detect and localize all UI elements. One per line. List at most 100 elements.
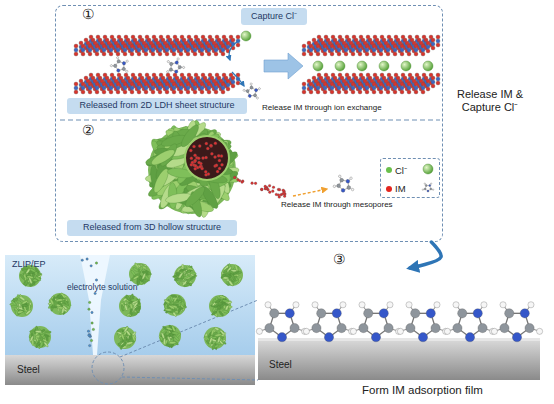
petal: [228, 270, 235, 276]
petal: [208, 145, 236, 163]
petal: [195, 161, 220, 186]
oxygen-atom: [214, 90, 218, 94]
petal: [181, 187, 193, 214]
oxygen-atom: [229, 73, 233, 77]
oxygen-atom: [100, 87, 104, 91]
oxygen-atom: [74, 52, 78, 56]
petal: [195, 168, 214, 196]
metal-atom: [161, 42, 165, 46]
oxygen-atom: [144, 82, 148, 86]
oxygen-atom: [117, 81, 121, 85]
oxygen-atom: [309, 52, 313, 56]
oxygen-atom: [414, 44, 418, 48]
oxygen-atom: [96, 35, 100, 39]
petal: [213, 344, 220, 348]
petal: [19, 274, 25, 280]
oxygen-atom: [158, 52, 162, 56]
petal: [159, 178, 187, 192]
petal: [140, 265, 147, 269]
metal-atom: [91, 42, 95, 46]
oxygen-atom: [144, 90, 148, 94]
petal: [171, 305, 178, 309]
petal: [133, 275, 140, 280]
oxygen-atom: [200, 52, 204, 56]
petal: [179, 146, 188, 172]
petal: [215, 297, 218, 304]
metal-atom: [121, 83, 125, 87]
petal: [195, 162, 210, 190]
oxygen-atom: [338, 35, 342, 39]
petal: [137, 280, 144, 284]
petal: [31, 333, 34, 340]
petal: [64, 298, 68, 305]
petal: [131, 299, 138, 301]
metal-atom: [161, 80, 165, 84]
oxygen-atom: [107, 79, 111, 83]
oxygen-atom: [91, 38, 95, 42]
im-dot: [275, 193, 278, 196]
process-arrow: [264, 53, 303, 79]
petal: [188, 156, 215, 178]
zlip-particle: [145, 120, 241, 219]
petal: [164, 331, 168, 338]
petal: [18, 307, 25, 311]
bond: [347, 181, 350, 187]
oxygen-atom: [196, 46, 200, 50]
chloride-ion: [357, 61, 367, 71]
petal: [210, 140, 230, 167]
metal-atom: [224, 80, 228, 84]
petal: [38, 341, 45, 345]
oxygen-atom: [212, 79, 216, 83]
petal: [165, 153, 193, 171]
petal: [155, 178, 182, 198]
petal: [120, 343, 122, 350]
petal: [24, 308, 27, 315]
petal: [149, 139, 171, 166]
oxygen-atom: [128, 79, 132, 83]
petal: [178, 269, 183, 276]
petal: [215, 337, 222, 342]
petal: [217, 157, 240, 183]
petal: [36, 273, 43, 279]
petal: [159, 173, 186, 196]
petal: [190, 151, 209, 179]
oxygen-atom: [114, 49, 118, 53]
oxygen-atom: [207, 52, 211, 56]
oxygen-atom: [309, 82, 313, 86]
petal: [209, 333, 215, 340]
oxygen-atom: [431, 84, 435, 88]
petal: [39, 336, 46, 341]
petal: [158, 142, 180, 169]
petal: [166, 167, 185, 195]
oxygen-atom: [323, 52, 327, 56]
metal-atom: [88, 48, 92, 52]
oxygen-atom: [187, 43, 191, 47]
oxygen-atom: [398, 87, 402, 91]
metal-atom: [365, 48, 369, 52]
hydrogen-atom: [166, 70, 169, 73]
oxygen-atom: [81, 44, 85, 48]
oxygen-atom: [109, 44, 113, 48]
metal-atom: [107, 45, 111, 49]
petal: [125, 326, 128, 333]
petal: [117, 343, 124, 348]
petal: [182, 151, 210, 166]
petal: [190, 144, 214, 169]
metal-atom: [396, 42, 400, 46]
oxygen-atom: [212, 41, 216, 45]
petal: [14, 309, 21, 314]
petal: [188, 280, 193, 287]
metal-atom: [354, 42, 358, 46]
oxygen-atom: [431, 38, 435, 42]
petal: [192, 164, 203, 191]
oxygen-atom: [95, 90, 99, 94]
metal-atom: [198, 83, 202, 87]
petal: [130, 270, 136, 277]
petal: [123, 333, 130, 337]
petal: [40, 338, 47, 343]
metal-atom: [407, 48, 411, 52]
petal: [155, 138, 182, 158]
oxygen-atom: [349, 79, 353, 83]
petal: [125, 335, 130, 342]
petal: [185, 268, 189, 275]
